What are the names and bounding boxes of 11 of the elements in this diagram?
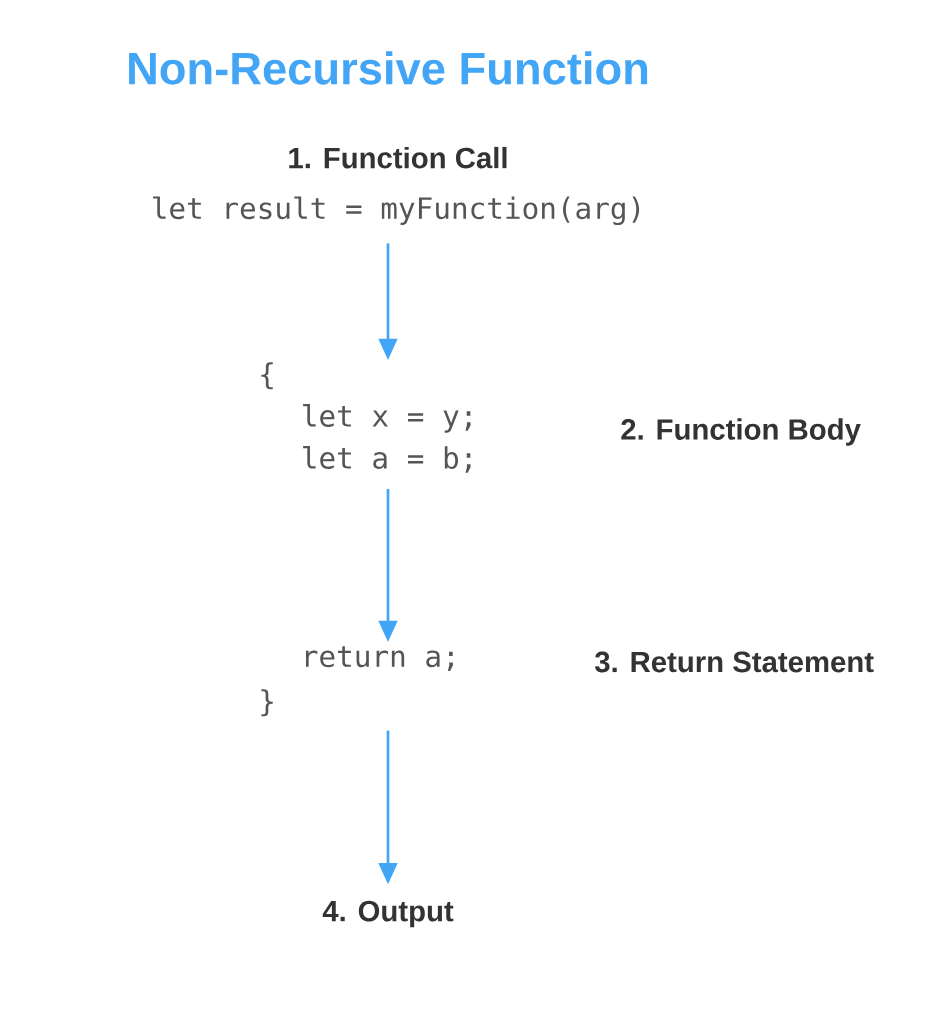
brace: { (261, 362, 273, 390)
title: Non-Recursive Function (129, 51, 648, 85)
code-line: return a; (306, 646, 453, 671)
brace: } (261, 689, 273, 717)
step-heading: 1. Function Call (289, 146, 507, 169)
code-line: let result = myFunction(arg) (153, 196, 640, 226)
step-heading: 3. Return Statement (594, 651, 874, 673)
code-line: let a = b; (303, 446, 471, 473)
code-line: let x = y; (303, 404, 471, 433)
step-heading: 2. Function Body (621, 418, 861, 446)
step-heading: 4. Output (322, 900, 454, 928)
